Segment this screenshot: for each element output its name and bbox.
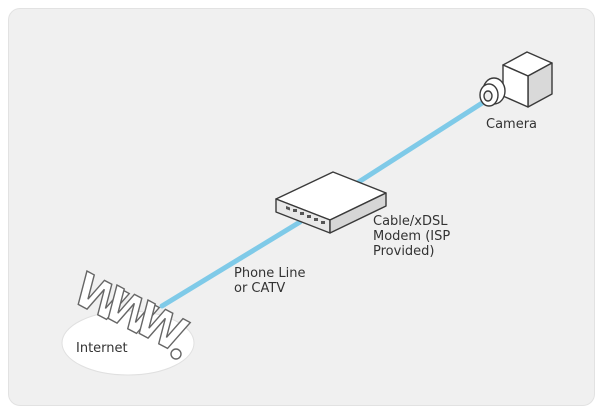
www-globe-icon: W W W bbox=[61, 261, 197, 376]
camera-label: Camera bbox=[486, 117, 538, 132]
modem-label: Cable/xDSL Modem (ISP Provided) bbox=[373, 214, 451, 259]
modem-icon bbox=[275, 171, 387, 234]
phone-line-label: Phone Line or CATV bbox=[234, 266, 306, 296]
cable-modem-internet bbox=[159, 219, 303, 309]
internet-label: Internet bbox=[76, 341, 128, 356]
camera-icon bbox=[479, 51, 553, 108]
